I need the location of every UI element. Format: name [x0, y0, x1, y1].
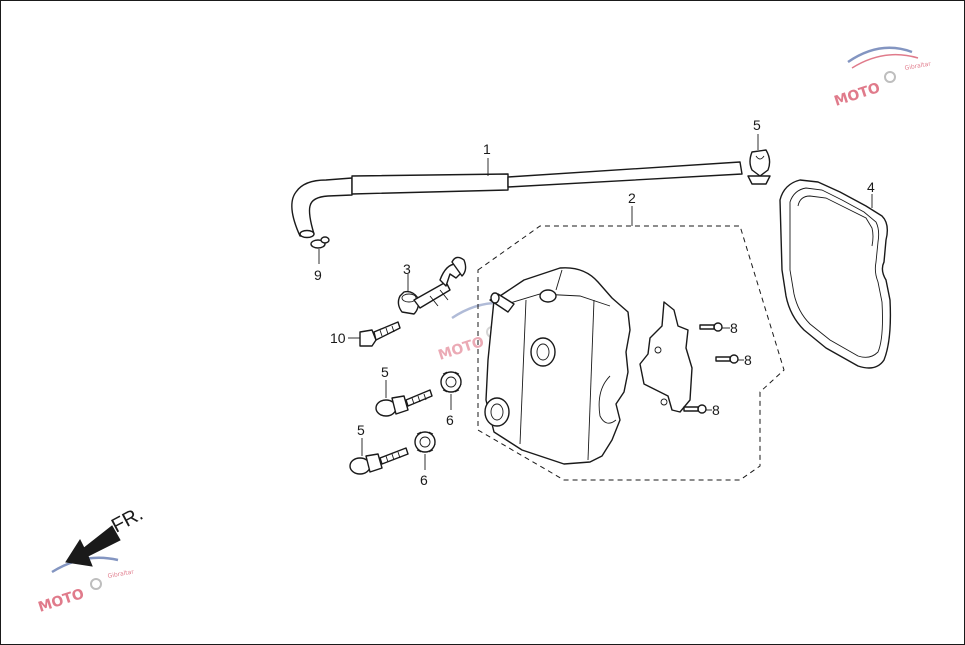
- rubber-lower: 6: [414, 431, 436, 488]
- mounting-plate: [639, 301, 693, 413]
- rubber-upper: 6: [440, 371, 462, 428]
- callout-3: 3: [403, 261, 411, 277]
- hose-clip-upper: 5: [747, 117, 771, 185]
- arrow-left-icon: [65, 525, 121, 567]
- callout-5-upper: 5: [381, 364, 389, 380]
- watermark-tagline-bottom: Gibraltar: [107, 568, 135, 580]
- screw-middle: 8: [715, 352, 752, 368]
- callout-9: 9: [314, 267, 322, 283]
- hose-clip-lower: 9: [310, 236, 330, 283]
- bolt-upper: 5: [375, 364, 433, 417]
- callout-6-lower: 6: [420, 472, 428, 488]
- flange-bolt: 10: [330, 321, 401, 347]
- callout-7: 5: [753, 117, 761, 133]
- watermark-logo-bottom: MOTO Gibraltar: [36, 556, 135, 616]
- cylinder-head-cover: [484, 267, 631, 465]
- callout-1: 1: [483, 141, 491, 157]
- screw-top: 8: [699, 320, 738, 336]
- watermark-logo-text-bottom: MOTO: [36, 586, 86, 616]
- watermark-tagline-top: Gibraltar: [904, 60, 932, 72]
- breather-tube: 1: [291, 141, 743, 239]
- gear-icon: [90, 578, 102, 590]
- front-direction-indicator: FR.: [65, 503, 147, 567]
- clamp-bracket: 3: [397, 256, 467, 315]
- watermark-logo-text-middle: MOTO: [436, 334, 486, 364]
- callout-8-bottom: 8: [712, 402, 720, 418]
- callout-4: 4: [867, 179, 875, 195]
- callout-2: 2: [628, 190, 636, 206]
- callout-5-lower: 5: [357, 422, 365, 438]
- watermark-logo-top: MOTO Gibraltar: [832, 46, 932, 110]
- callout-10: 10: [330, 330, 346, 346]
- cover-gasket: 4: [779, 179, 892, 369]
- bolt-lower: 5: [349, 422, 409, 475]
- callout-8-middle: 8: [744, 352, 752, 368]
- screw-bottom: 8: [683, 402, 720, 418]
- gear-icon: [884, 71, 896, 83]
- assembly-outline: [477, 225, 785, 481]
- watermark-logo-text-top: MOTO: [832, 80, 882, 110]
- callout-6-upper: 6: [446, 412, 454, 428]
- callout-8-top: 8: [730, 320, 738, 336]
